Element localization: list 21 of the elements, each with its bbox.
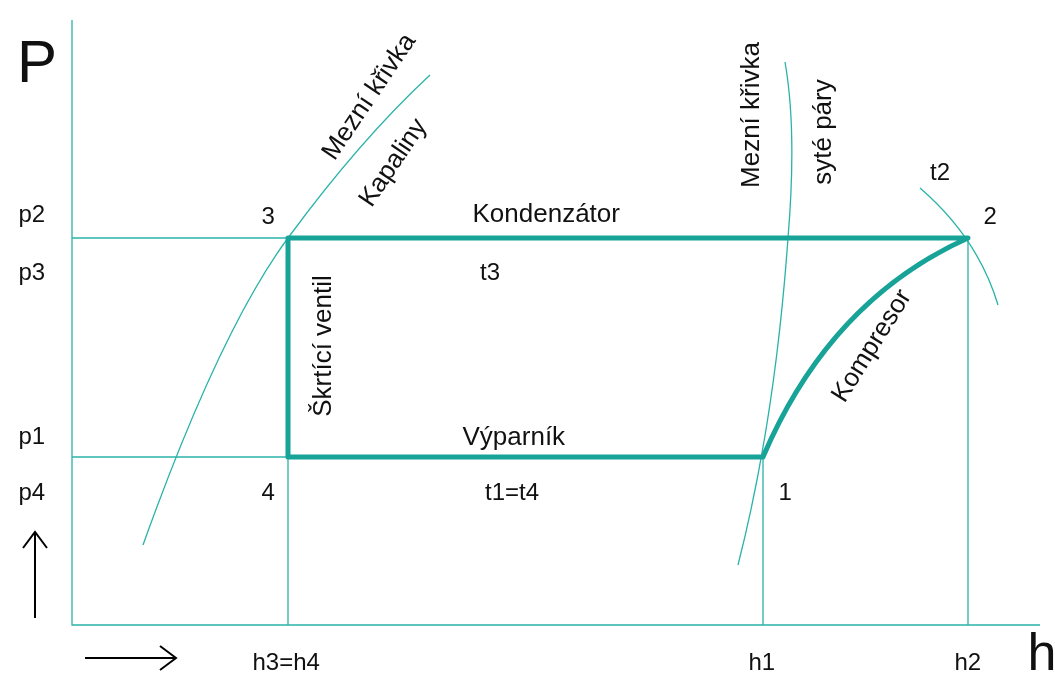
curve-label: syté páry [808, 79, 835, 185]
curve-label: t2 [930, 160, 950, 184]
axis-label: P [17, 32, 58, 92]
enthalpy-label: h1 [748, 650, 776, 674]
process-label: Škrtící ventil [308, 275, 335, 417]
enthalpy-label: h3=h4 [252, 650, 320, 674]
pressure-label: p3 [18, 260, 46, 284]
pressure-label: p4 [18, 480, 46, 504]
point-label: 3 [261, 204, 275, 228]
point-label: 4 [261, 480, 275, 504]
point-label: 1 [778, 480, 792, 504]
pressure-label: p1 [18, 424, 46, 448]
process-label: Kondenzátor [472, 200, 620, 226]
point-label: 2 [983, 204, 997, 228]
temperature-label: t1=t4 [485, 480, 540, 504]
pressure-label: p2 [18, 202, 46, 226]
axis-label: h [1027, 626, 1055, 678]
temperature-label: t3 [480, 260, 500, 284]
enthalpy-label: h2 [954, 650, 982, 674]
process-label: Výparník [462, 423, 566, 449]
curve-label: Mezní křivka [736, 42, 763, 188]
